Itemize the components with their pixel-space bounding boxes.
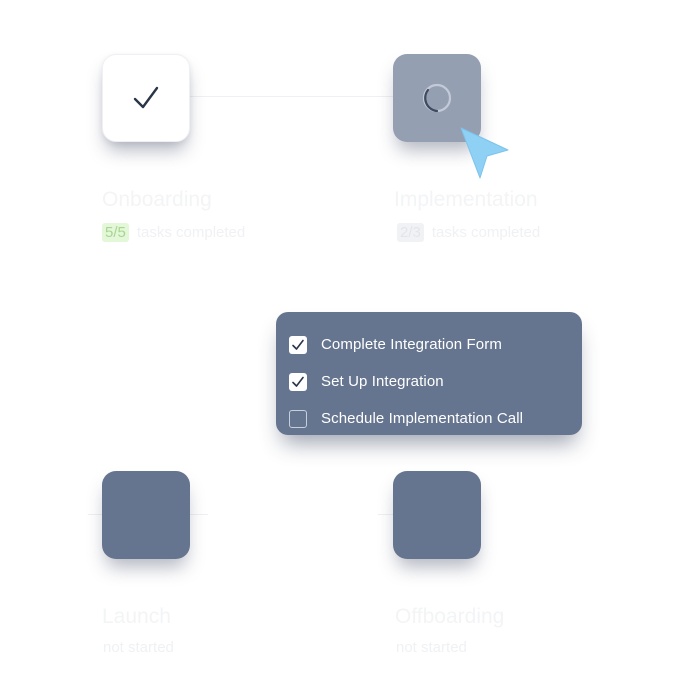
stage-offboarding-tile[interactable] bbox=[393, 471, 481, 559]
stage-onboarding-status: 5/5 tasks completed bbox=[102, 223, 245, 242]
check-icon bbox=[292, 376, 304, 387]
tasks-count-badge: 2/3 bbox=[397, 223, 424, 242]
stage-onboarding-title: Onboarding bbox=[102, 188, 212, 211]
cursor-arrow-icon bbox=[460, 127, 509, 179]
stage-implementation-tile[interactable] bbox=[393, 54, 481, 142]
stage-offboarding-title: Offboarding bbox=[395, 605, 505, 628]
stage-implementation-status: 2/3 tasks completed bbox=[397, 223, 540, 242]
checkbox-checked[interactable] bbox=[289, 372, 307, 391]
check-icon bbox=[133, 86, 159, 109]
tasks-status-text: tasks completed bbox=[431, 224, 541, 241]
checklist-item[interactable]: Set Up Integration bbox=[276, 363, 582, 400]
checklist-item-label: Set Up Integration bbox=[321, 373, 444, 390]
connector-line-top bbox=[190, 96, 393, 97]
stage-launch-status: not started bbox=[103, 639, 174, 656]
checklist-item-label: Complete Integration Form bbox=[321, 336, 502, 353]
implementation-checklist-popup: Complete Integration Form Set Up Integra… bbox=[276, 312, 582, 435]
stage-launch-title: Launch bbox=[102, 605, 171, 628]
stage-offboarding-status: not started bbox=[396, 639, 467, 656]
checklist-item-label: Schedule Implementation Call bbox=[321, 410, 524, 427]
checkbox-checked[interactable] bbox=[289, 335, 307, 354]
tasks-count-badge: 5/5 bbox=[102, 223, 129, 242]
check-icon bbox=[292, 339, 304, 350]
stage-launch-tile[interactable] bbox=[102, 471, 190, 559]
stage-implementation-title: Implementation bbox=[394, 188, 538, 211]
checkbox-unchecked[interactable] bbox=[289, 409, 307, 428]
stage-onboarding-tile[interactable] bbox=[102, 54, 190, 142]
tasks-status-text: tasks completed bbox=[136, 224, 246, 241]
checklist-item[interactable]: Complete Integration Form bbox=[276, 326, 582, 363]
spinner-icon bbox=[422, 83, 452, 113]
checklist-item[interactable]: Schedule Implementation Call bbox=[276, 400, 582, 437]
